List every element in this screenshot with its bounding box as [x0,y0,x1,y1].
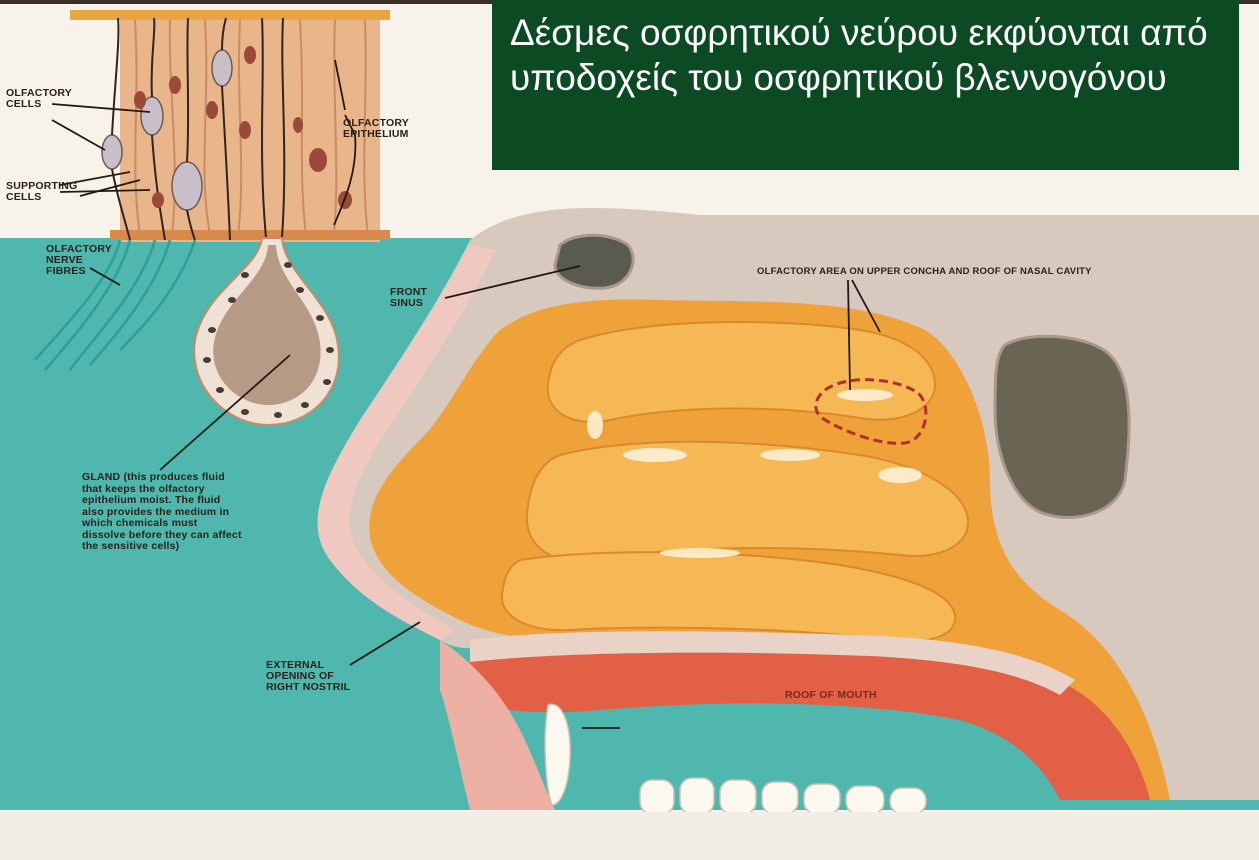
label-olfactory-epithelium: OLFACTORY EPITHELIUM [343,118,409,140]
frontal-sinus-shape [555,235,633,288]
slide-title: Δέσμες οσφρητικού νεύρου εκφύονται από υ… [510,10,1221,100]
label-olfactory-nerve-fibres: OLFACTORY NERVE FIBRES [46,244,112,277]
label-olfactory-area: OLFACTORY AREA ON UPPER CONCHA AND ROOF … [757,266,1092,277]
label-supporting-cells: SUPPORTING CELLS [6,181,77,203]
sphenoid-sinus-shape [995,336,1129,517]
label-roof-of-mouth: ROOF OF MOUTH [785,690,877,701]
label-external-opening: EXTERNAL OPENING OF RIGHT NOSTRIL [266,660,350,693]
label-olfactory-cells: OLFACTORY CELLS [6,88,72,110]
title-box: Δέσμες οσφρητικού νεύρου εκφύονται από υ… [492,0,1239,170]
label-front-sinus: FRONT SINUS [390,287,427,309]
label-gland: GLAND (this produces fluid that keeps th… [82,472,242,553]
